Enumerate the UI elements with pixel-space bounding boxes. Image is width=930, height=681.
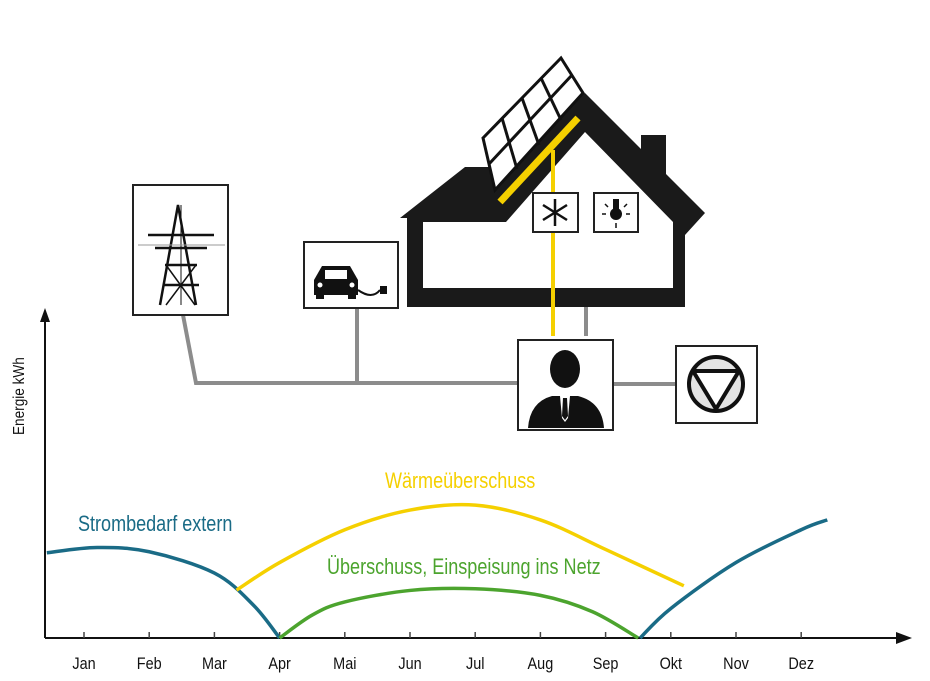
x-tick-label-jun: Jun — [398, 655, 421, 673]
label-einspeisung: Überschuss, Einspeisung ins Netz — [327, 555, 601, 579]
power-pylon-icon — [138, 204, 225, 306]
x-tick-label-sep: Sep — [593, 655, 619, 673]
label-waermeueberschuss: Wärmeüberschuss — [385, 469, 535, 493]
light-bulb-icon — [602, 199, 630, 228]
connection-line-pylon — [181, 314, 518, 385]
x-tick-label-nov: Nov — [723, 655, 749, 673]
electric-car-box — [303, 241, 399, 309]
chart: Energie kWh Jan Feb Mar Apr Mai Jun Jul Aug Sep O… — [11, 308, 912, 673]
electric-car-icon — [314, 266, 387, 299]
x-axis-arrow — [896, 632, 912, 644]
x-tick-label-apr: Apr — [268, 655, 290, 673]
solar-panel-icon — [481, 55, 585, 194]
solar-thermal-bar — [497, 115, 581, 205]
snowflake-box — [532, 192, 579, 233]
y-axis-label: Energie kWh — [11, 357, 28, 435]
x-tick-label-feb: Feb — [137, 655, 162, 673]
x-tick-label-okt: Okt — [660, 655, 683, 673]
inverter-triangle-icon — [687, 355, 745, 413]
series-line-3 — [638, 518, 828, 640]
x-tick-label-mai: Mai — [333, 655, 356, 673]
power-pylon-box — [132, 184, 229, 316]
person-icon — [528, 350, 604, 428]
x-tick-label-aug: Aug — [528, 655, 554, 673]
series-line-2 — [278, 586, 640, 640]
series-line-0 — [46, 545, 281, 640]
x-tick-label-jan: Jan — [72, 655, 95, 673]
inverter-box — [675, 345, 758, 424]
x-tick-label-dez: Dez — [788, 655, 814, 673]
y-axis-arrow — [40, 308, 50, 322]
person-box — [517, 339, 614, 431]
x-tick-label-jul: Jul — [466, 655, 484, 673]
label-strombedarf: Strombedarf extern — [78, 512, 232, 536]
series-line-1 — [235, 502, 685, 592]
light-bulb-box — [593, 192, 639, 233]
x-tick-label-mar: Mar — [202, 655, 227, 673]
snowflake-icon — [542, 199, 568, 226]
